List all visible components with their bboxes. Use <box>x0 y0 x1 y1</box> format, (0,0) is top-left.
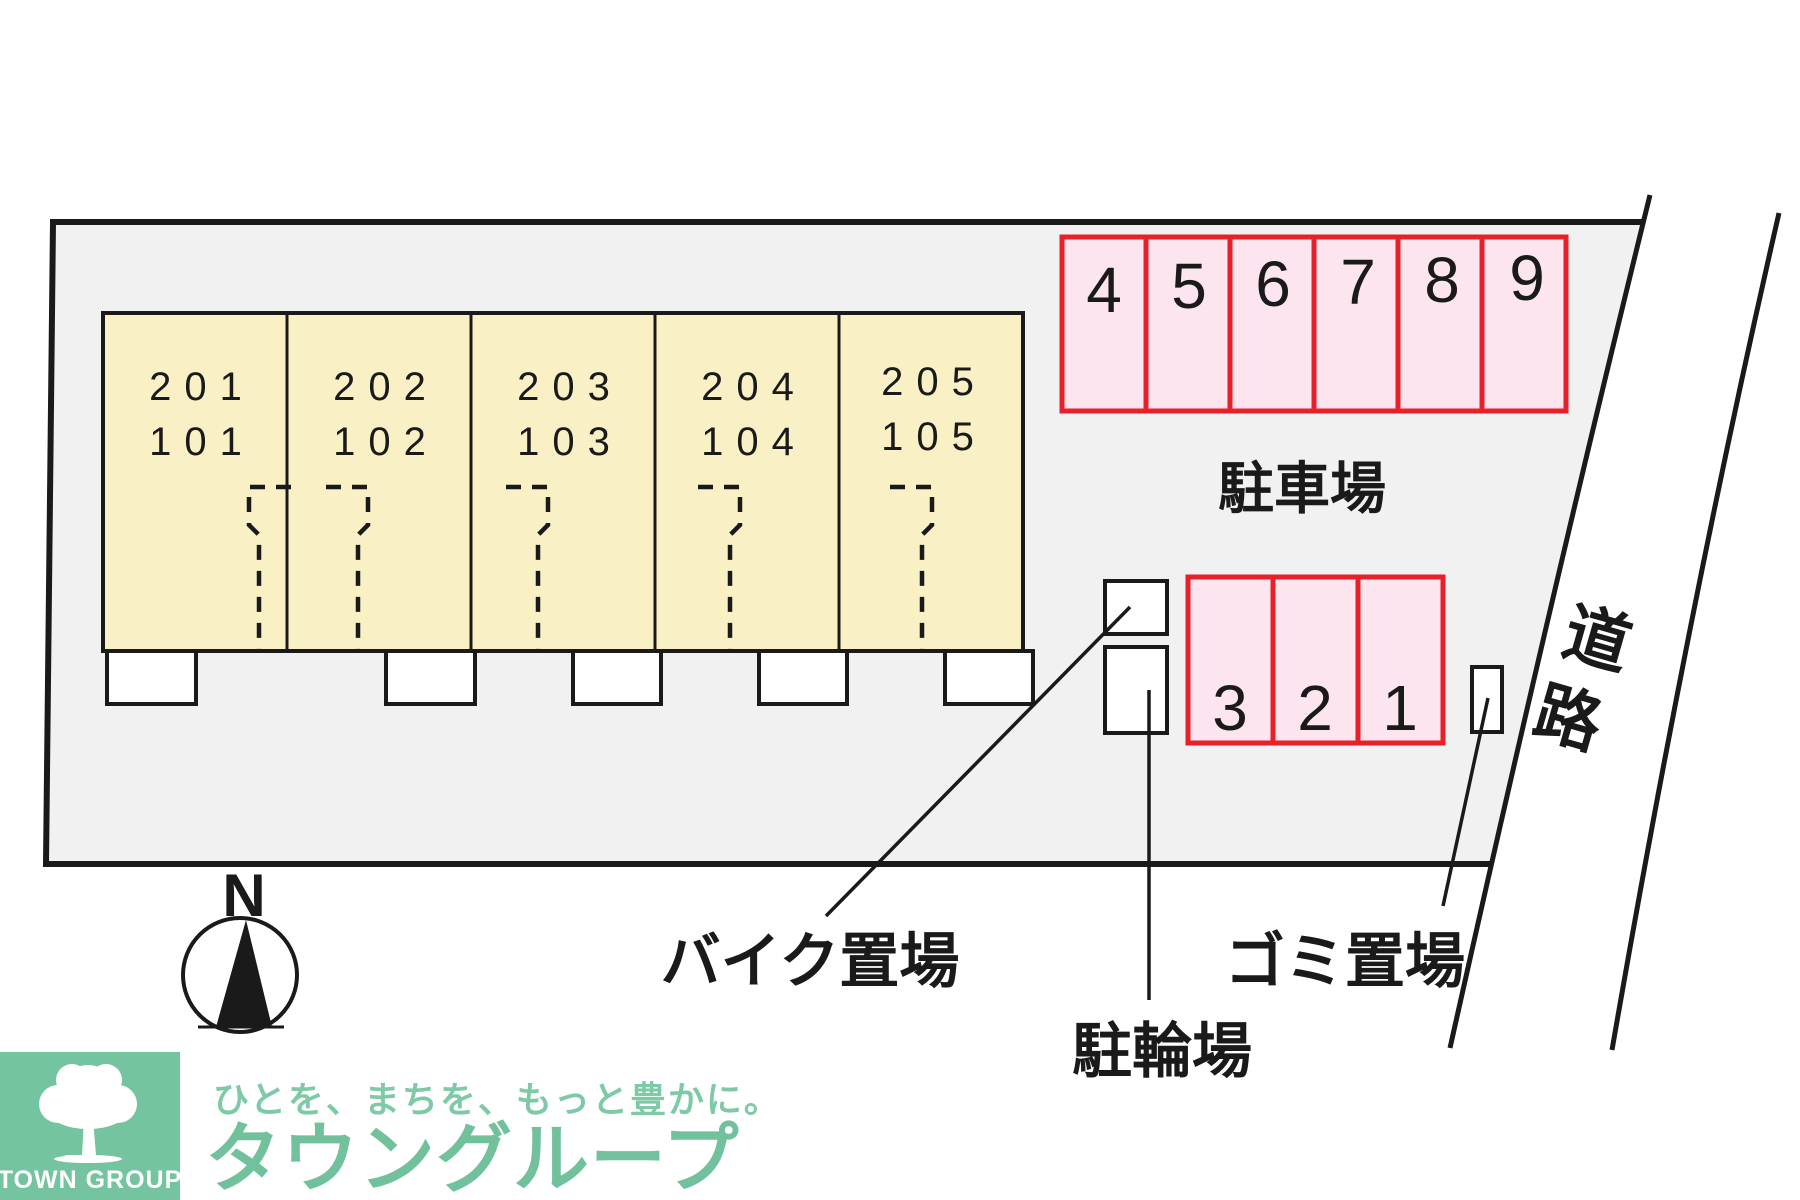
parking-space-7 <box>1311 234 1401 414</box>
building-unit-1: 201 101 <box>149 365 255 464</box>
parking-space-number: 5 <box>1171 250 1207 322</box>
bicycle-storage-box <box>1103 645 1169 735</box>
entrance-porch <box>105 649 198 706</box>
road-outer-line <box>1609 212 1782 1051</box>
building-unit-dividers <box>285 313 841 651</box>
building-unit-3: 203 103 <box>517 365 623 464</box>
unit-upper-number: 201 <box>149 365 255 409</box>
parking-space-4 <box>1059 234 1149 414</box>
brand-tagline: ひとを、まちを、もっと豊かに。 <box>213 1079 782 1120</box>
unit-upper-number: 202 <box>333 365 439 409</box>
parking-space-number: 8 <box>1424 244 1460 316</box>
footer-logo: TOWN GROUP ひとを、まちを、もっと豊かに。 タウングループ <box>0 1052 782 1200</box>
bike-storage-box <box>1103 579 1169 636</box>
parking-space-9 <box>1479 234 1569 414</box>
parking-space-number: 2 <box>1297 672 1333 744</box>
parking-row-bottom: 3 2 1 <box>1185 574 1446 746</box>
entrance-porch <box>384 649 477 706</box>
parking-space-number: 6 <box>1255 248 1291 320</box>
stair-dashed-outlines <box>246 484 935 650</box>
entrance-porch <box>943 649 1035 706</box>
unit-upper-number: 205 <box>881 360 987 404</box>
parking-space-6 <box>1227 234 1317 414</box>
tree-icon <box>39 1064 137 1163</box>
building-unit-5: 205 105 <box>881 360 987 459</box>
road-inner-line <box>1447 194 1653 1049</box>
road-label-char1: 道 <box>1555 594 1639 683</box>
road-label-char2: 路 <box>1526 673 1611 763</box>
entrance-porch <box>757 649 849 706</box>
building-unit-2: 202 102 <box>333 365 439 464</box>
property-boundary <box>42 219 1643 867</box>
entrance-porches <box>105 649 1035 706</box>
bike-area-label: バイク置場 <box>661 928 960 995</box>
parking-space-number: 4 <box>1086 254 1122 326</box>
unit-lower-number: 103 <box>517 420 623 464</box>
garbage-area-label: ゴミ置場 <box>1225 928 1465 995</box>
unit-lower-number: 105 <box>881 415 987 459</box>
parking-space-number: 9 <box>1509 242 1545 314</box>
unit-lower-number: 102 <box>333 420 439 464</box>
compass: N <box>181 862 299 1034</box>
parking-row-top: 4 5 6 7 8 9 <box>1059 234 1569 414</box>
compass-needle-icon <box>216 920 272 1027</box>
unit-upper-number: 203 <box>517 365 623 409</box>
parking-space-1 <box>1355 574 1446 746</box>
parking-space-number: 3 <box>1212 672 1248 744</box>
building-unit-4: 204 104 <box>701 365 807 464</box>
bike-leader-line <box>824 605 1132 918</box>
parking-lot-label: 駐車場 <box>1218 457 1386 520</box>
unit-lower-number: 104 <box>701 420 807 464</box>
unit-upper-number: 204 <box>701 365 807 409</box>
bicycle-area-label: 駐輪場 <box>1072 1018 1252 1085</box>
parking-space-number: 7 <box>1340 246 1376 318</box>
brand-name: タウングループ <box>205 1117 739 1200</box>
garbage-leader-line <box>1441 697 1490 907</box>
unit-lower-number: 101 <box>149 420 255 464</box>
logo-caption: TOWN GROUP <box>0 1166 182 1194</box>
parking-space-5 <box>1143 234 1233 414</box>
entrance-porch <box>571 649 663 706</box>
building-outline <box>101 311 1025 653</box>
parking-space-number: 1 <box>1382 672 1418 744</box>
